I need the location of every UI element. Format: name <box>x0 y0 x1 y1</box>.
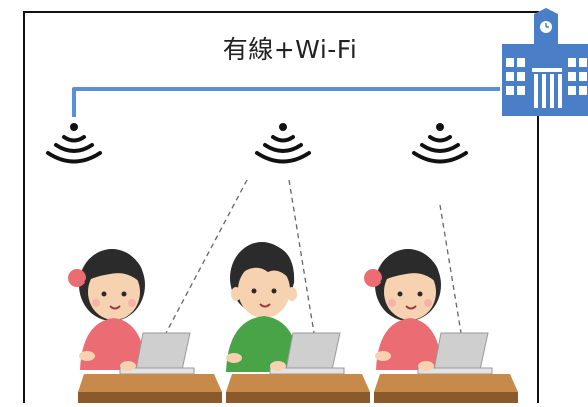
diagram-frame <box>23 11 539 403</box>
student-boy <box>226 242 300 372</box>
desk <box>226 374 370 403</box>
wifi-icon <box>412 123 468 164</box>
student-girl-1 <box>68 249 146 370</box>
student-girl-2 <box>364 249 442 370</box>
building-icon <box>502 8 588 116</box>
laptop <box>119 332 195 375</box>
wireless-link <box>288 179 315 334</box>
desk <box>374 374 518 403</box>
diagram-title: 有線+Wi-Fi <box>222 35 358 64</box>
wireless-link <box>165 179 248 334</box>
desk <box>78 374 222 403</box>
laptop <box>269 332 345 375</box>
wifi-icon <box>46 123 102 164</box>
wireless-link <box>439 204 462 334</box>
wifi-icon <box>255 123 311 164</box>
wired-connection-line <box>72 87 500 117</box>
